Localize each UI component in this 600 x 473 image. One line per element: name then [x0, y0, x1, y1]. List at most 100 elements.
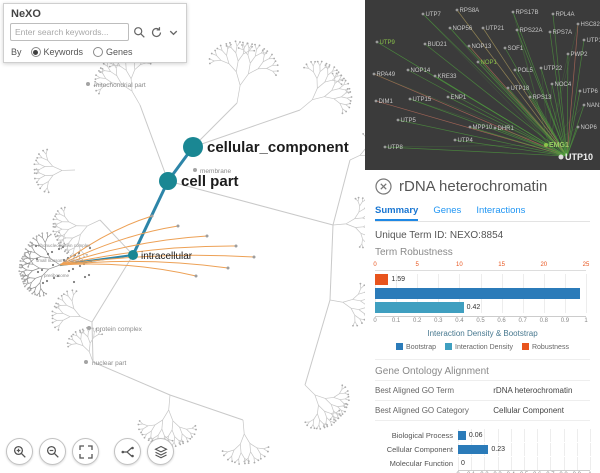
refresh-icon[interactable]: [150, 26, 163, 39]
right-column: UTP7RPS8ARPS17BRPL4AHSC82UTP13NOP56UTP21…: [365, 0, 600, 473]
bar-interaction-density: [375, 302, 464, 313]
svg-text:ENP1: ENP1: [451, 95, 467, 101]
magnifier-minus-icon: [46, 445, 59, 458]
svg-text:UTP21: UTP21: [486, 26, 505, 32]
close-icon[interactable]: [375, 178, 392, 195]
robustness-bar-row: [375, 288, 586, 299]
bar-robustness: [375, 274, 389, 285]
svg-text:POL5: POL5: [518, 68, 534, 74]
radio-genes[interactable]: Genes: [93, 47, 133, 57]
svg-text:UTP6: UTP6: [583, 89, 599, 95]
chevron-down-icon[interactable]: [167, 26, 180, 39]
radio-button-icon: [93, 47, 104, 57]
ontology-tree-panel: ribonucleoprotein complex small ribosomal…: [0, 0, 365, 473]
layers-button[interactable]: [147, 438, 174, 465]
svg-text:HSC82: HSC82: [581, 22, 600, 28]
svg-text:BUD21: BUD21: [428, 42, 448, 48]
radio-button-icon: [30, 47, 41, 57]
go-alignment-header: Gene Ontology Alignment: [375, 359, 590, 377]
svg-text:preribosome: preribosome: [44, 273, 70, 278]
svg-text:NOP6: NOP6: [581, 125, 598, 131]
svg-text:RPS17B: RPS17B: [516, 10, 539, 16]
tab-interactions[interactable]: Interactions: [476, 205, 526, 216]
layers-icon: [153, 445, 168, 458]
zoom-out-button[interactable]: [39, 438, 66, 465]
svg-text:small ribosomal subunit: small ribosomal subunit: [36, 258, 84, 263]
hierarchy-icon: [121, 446, 134, 457]
svg-text:cell part: cell part: [181, 173, 239, 190]
zoom-in-button[interactable]: [6, 438, 33, 465]
svg-text:mitochondrial part: mitochondrial part: [94, 82, 146, 89]
svg-text:EMG1: EMG1: [549, 142, 569, 149]
svg-text:UTP10: UTP10: [565, 152, 593, 162]
ontology-tree-svg[interactable]: ribonucleoprotein complex small ribosomal…: [0, 0, 365, 473]
svg-text:RPS13: RPS13: [533, 95, 553, 101]
gene-network-svg[interactable]: UTP7RPS8ARPS17BRPL4AHSC82UTP13NOP56UTP21…: [365, 0, 600, 170]
svg-text:NOP13: NOP13: [472, 44, 492, 50]
radio-keywords[interactable]: Keywords: [30, 47, 83, 57]
svg-text:UTP4: UTP4: [458, 138, 474, 144]
fit-to-screen-button[interactable]: [72, 438, 99, 465]
bar-bootstrap: [375, 288, 580, 299]
legend-item: Interaction Density: [445, 343, 513, 351]
svg-text:UTP22: UTP22: [544, 66, 563, 72]
svg-text:UTP13: UTP13: [587, 38, 600, 44]
svg-text:MPP10: MPP10: [473, 125, 493, 131]
bar-biological-process: [458, 430, 466, 440]
tab-summary[interactable]: Summary: [375, 201, 418, 221]
svg-text:NOP1: NOP1: [481, 60, 498, 66]
robustness-bar-row: 0.42: [375, 302, 586, 313]
by-label: By: [11, 47, 22, 57]
svg-text:DIM1: DIM1: [379, 99, 394, 105]
tab-genes[interactable]: Genes: [433, 205, 462, 216]
svg-text:ribonucleoprotein complex: ribonucleoprotein complex: [38, 243, 91, 248]
svg-text:UTP9: UTP9: [380, 40, 396, 46]
svg-text:UTP18: UTP18: [511, 86, 530, 92]
legend-item: Robustness: [521, 343, 569, 351]
search-input[interactable]: [10, 23, 129, 41]
unique-term-id: Unique Term ID: NEXO:8854: [375, 230, 504, 241]
svg-text:RPS22A: RPS22A: [520, 28, 543, 34]
detail-tabs: Summary Genes Interactions: [375, 201, 590, 222]
svg-text:NOC4: NOC4: [555, 82, 572, 88]
search-icon[interactable]: [133, 26, 146, 39]
search-mode-row: By Keywords Genes: [4, 43, 186, 62]
svg-text:NOP56: NOP56: [453, 26, 473, 32]
robustness-axis-label: Interaction Density & Bootstrap: [427, 329, 538, 338]
svg-text:UTP15: UTP15: [413, 97, 432, 103]
term-robustness-header: Term Robustness: [375, 247, 453, 258]
svg-text:nuclear part: nuclear part: [92, 360, 127, 367]
svg-text:NAN1: NAN1: [587, 103, 600, 109]
tree-toolbar: [6, 438, 174, 465]
svg-text:UTP8: UTP8: [388, 145, 404, 151]
app-title: NeXO: [11, 8, 41, 20]
svg-text:PWP2: PWP2: [571, 52, 589, 58]
magnifier-plus-icon: [13, 445, 26, 458]
svg-text:KRE33: KRE33: [438, 74, 458, 80]
svg-text:protein complex: protein complex: [96, 326, 143, 333]
svg-text:RPS7A: RPS7A: [553, 30, 573, 36]
svg-text:cellular_component: cellular_component: [207, 139, 349, 156]
svg-text:UTP5: UTP5: [401, 118, 417, 124]
search-panel: NeXO By Keywords Genes: [3, 3, 187, 63]
expand-icon: [78, 444, 93, 459]
robustness-bar-row: 1.59: [375, 274, 586, 285]
svg-text:RPS8A: RPS8A: [460, 8, 480, 14]
svg-text:RPA49: RPA49: [377, 72, 396, 78]
svg-text:intracellular: intracellular: [141, 251, 193, 262]
hierarchy-view-button[interactable]: [114, 438, 141, 465]
